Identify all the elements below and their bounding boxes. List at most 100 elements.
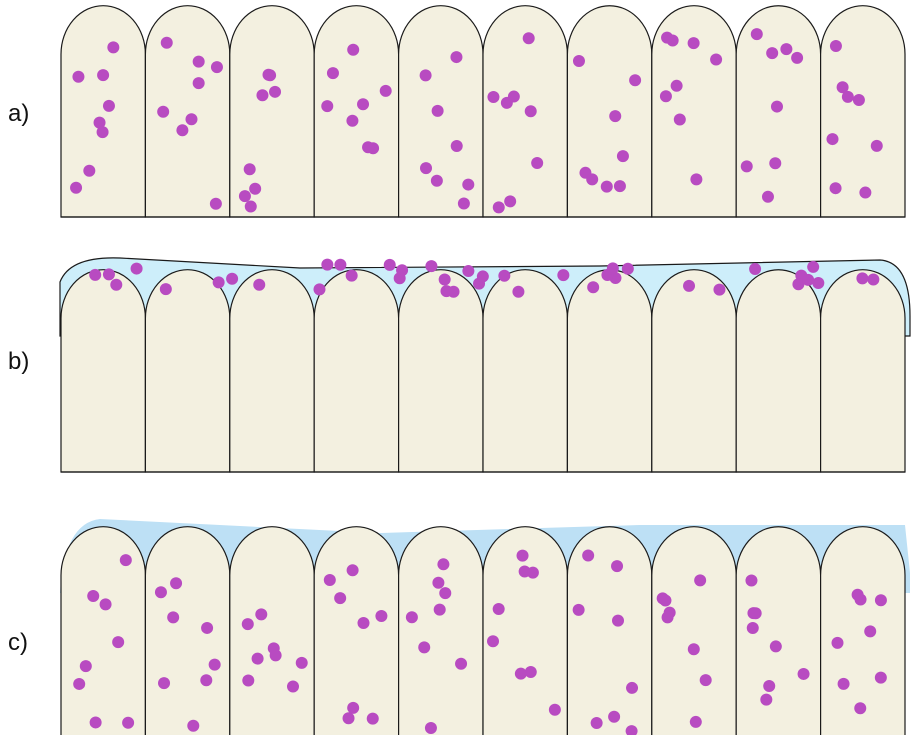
dot xyxy=(671,80,683,92)
dot xyxy=(582,550,594,562)
dot xyxy=(406,611,418,623)
dot xyxy=(193,56,205,68)
cell xyxy=(652,527,736,735)
dot xyxy=(713,284,725,296)
dot xyxy=(239,190,251,202)
dot xyxy=(498,270,510,282)
dot xyxy=(763,680,775,692)
dot xyxy=(155,586,167,598)
cell xyxy=(736,270,820,472)
dot xyxy=(256,89,268,101)
dot xyxy=(683,280,695,292)
dot xyxy=(517,550,529,562)
dot xyxy=(157,106,169,118)
dot xyxy=(249,183,261,195)
dot xyxy=(396,264,408,276)
cell-row-diagram-c xyxy=(0,505,913,735)
dot xyxy=(375,610,387,622)
dot xyxy=(346,115,358,127)
dot xyxy=(591,717,603,729)
dot xyxy=(110,279,122,291)
dot xyxy=(432,577,444,589)
dot xyxy=(838,678,850,690)
dot xyxy=(871,140,883,152)
dot xyxy=(244,163,256,175)
dot xyxy=(357,617,369,629)
dot xyxy=(211,61,223,73)
dot xyxy=(747,622,759,634)
dot xyxy=(531,157,543,169)
dot xyxy=(549,704,561,716)
dot xyxy=(688,37,700,49)
dot xyxy=(487,635,499,647)
cell xyxy=(314,270,398,472)
dot xyxy=(617,150,629,162)
dot xyxy=(766,47,778,59)
dot xyxy=(103,100,115,112)
dot xyxy=(210,198,222,210)
dot xyxy=(357,98,369,110)
dot xyxy=(245,200,257,212)
dot xyxy=(749,263,761,275)
dot xyxy=(741,160,753,172)
dot xyxy=(864,625,876,637)
dot xyxy=(367,713,379,725)
dot xyxy=(72,71,84,83)
cell xyxy=(652,270,736,472)
cell xyxy=(230,6,314,217)
dot xyxy=(867,274,879,286)
dot xyxy=(601,181,613,193)
dot xyxy=(450,51,462,63)
dot xyxy=(122,717,134,729)
cell xyxy=(145,270,229,472)
dot xyxy=(226,273,238,285)
dot xyxy=(70,182,82,194)
dot xyxy=(296,657,308,669)
dot xyxy=(89,269,101,281)
dot xyxy=(73,678,85,690)
dot xyxy=(780,43,792,55)
dot xyxy=(362,141,374,153)
dot xyxy=(343,712,355,724)
dot xyxy=(690,716,702,728)
dot xyxy=(487,91,499,103)
dot xyxy=(347,564,359,576)
dot xyxy=(462,179,474,191)
dot xyxy=(662,611,674,623)
cell xyxy=(61,270,145,472)
dot xyxy=(131,263,143,275)
cell xyxy=(61,527,145,735)
dot xyxy=(432,105,444,117)
dot xyxy=(253,279,265,291)
dot xyxy=(185,113,197,125)
dot xyxy=(807,261,819,273)
dot xyxy=(269,86,281,98)
dot xyxy=(347,44,359,56)
dot xyxy=(380,85,392,97)
dot xyxy=(609,110,621,122)
dot xyxy=(213,276,225,288)
cell xyxy=(567,527,651,735)
dot xyxy=(557,269,569,281)
dot xyxy=(94,117,106,129)
dot xyxy=(176,124,188,136)
dot xyxy=(751,28,763,40)
dot xyxy=(852,589,864,601)
dot xyxy=(83,165,95,177)
dot xyxy=(690,173,702,185)
dot xyxy=(242,618,254,630)
dot xyxy=(587,281,599,293)
panel-a: a) xyxy=(0,0,913,230)
cell xyxy=(230,270,314,472)
dot xyxy=(97,69,109,81)
dot xyxy=(439,273,451,285)
dot xyxy=(607,262,619,274)
dot xyxy=(626,682,638,694)
dot xyxy=(431,175,443,187)
dot xyxy=(608,711,620,723)
dot xyxy=(252,653,264,665)
dot xyxy=(434,604,446,616)
dot xyxy=(321,100,333,112)
dot xyxy=(439,587,451,599)
cell xyxy=(483,270,567,472)
